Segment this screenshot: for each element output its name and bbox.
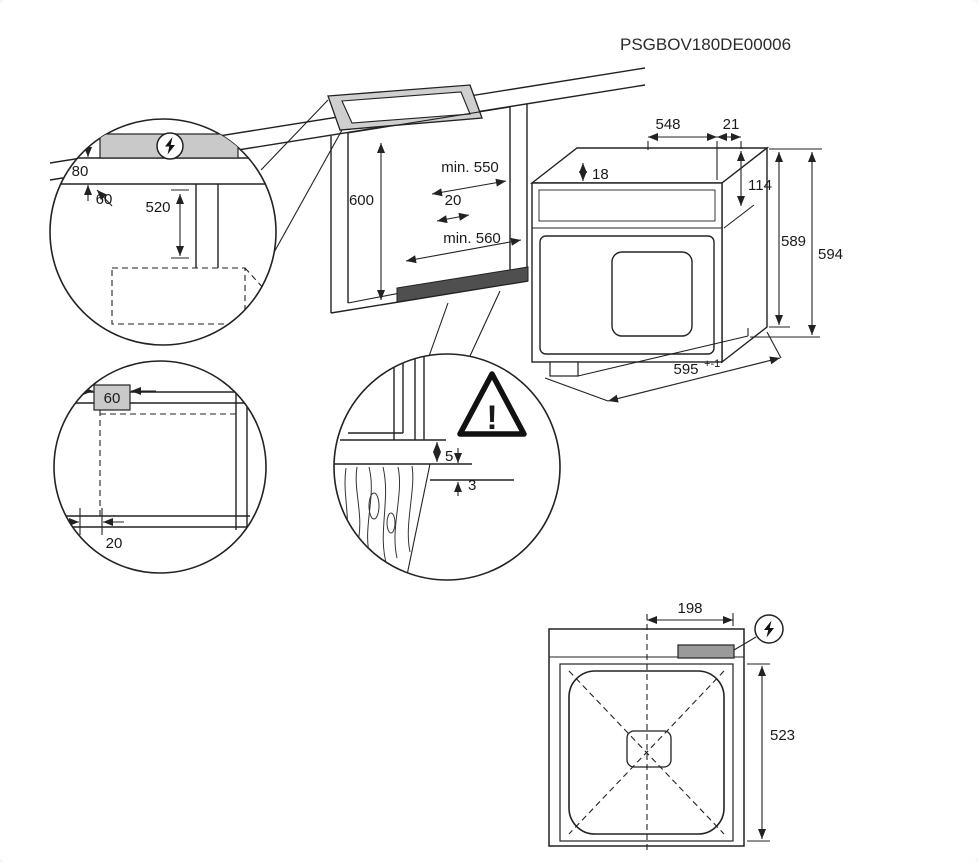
built-in-oven (529, 146, 770, 377)
document-number: PSGBOV180DE00006 (620, 35, 791, 54)
dim-line-20 (436, 212, 470, 224)
electrical-detail-circle (49, 118, 277, 346)
oven-rear-view: 198 523 (548, 600, 795, 852)
lightning-icon-rear (764, 620, 774, 638)
warning-exclamation: ! (486, 399, 497, 437)
dim-label-60: 60 (96, 191, 113, 208)
cabinet-niche: 600 min. 550 20 min. 560 (330, 104, 529, 314)
dim-label-min550: min. 550 (441, 159, 499, 176)
rear-center-plate (626, 730, 672, 768)
leader-lines-gap-detail (427, 290, 501, 360)
dim-label-corner-20: 20 (106, 535, 123, 552)
dim-label-21: 21 (723, 116, 740, 133)
leader-lines-electrical-detail (260, 99, 343, 266)
cabinet-panel-section (340, 354, 446, 441)
hob-cutout (327, 84, 483, 131)
corner-clearance-zone (93, 384, 131, 411)
niche-vent-strip (396, 266, 529, 303)
dim-label-198: 198 (677, 600, 702, 617)
oven-foot (549, 361, 579, 377)
oven-dimensions: 548 21 18 114 589 594 595 +-1 (544, 116, 843, 403)
dim-label-589: 589 (781, 233, 806, 250)
warning-triangle-icon (457, 371, 527, 437)
dim-line-595 (607, 356, 781, 403)
dim-label-595-tolerance: +-1 (704, 358, 720, 370)
dim-label-5: 5 (445, 448, 453, 465)
gap-detail-content: 5 3 ! (334, 354, 527, 580)
hob-cutout-inner (341, 91, 471, 124)
oven-door (539, 235, 715, 355)
corner-detail-circle (53, 360, 267, 574)
dim-label-595: 595 (673, 361, 698, 378)
dim-line-min550 (431, 178, 507, 197)
oven-door-window (611, 251, 693, 337)
dim-label-18: 18 (592, 166, 609, 183)
dim-line-min560 (405, 237, 522, 264)
dim-label-548: 548 (655, 116, 680, 133)
oven-front-face (531, 182, 723, 363)
dim-label-600: 600 (349, 192, 374, 209)
oven-control-panel (538, 189, 716, 222)
dim-label-520: 520 (145, 199, 170, 216)
dim-label-corner-60: 60 (104, 390, 121, 407)
dim-label-20: 20 (445, 192, 462, 209)
dim-label-80: 80 (72, 163, 89, 180)
dim-label-min560: min. 560 (443, 230, 501, 247)
worktop-wood-grain (334, 463, 472, 580)
dim-label-594: 594 (818, 246, 843, 263)
dim-arrow-60 (96, 189, 113, 207)
dim-label-3: 3 (468, 477, 476, 494)
lightning-icon (165, 137, 175, 155)
mains-connection-box (677, 644, 735, 659)
dim-label-114: 114 (748, 177, 772, 194)
corner-detail-content: 60 20 (54, 384, 266, 552)
dim-label-523: 523 (770, 727, 795, 744)
